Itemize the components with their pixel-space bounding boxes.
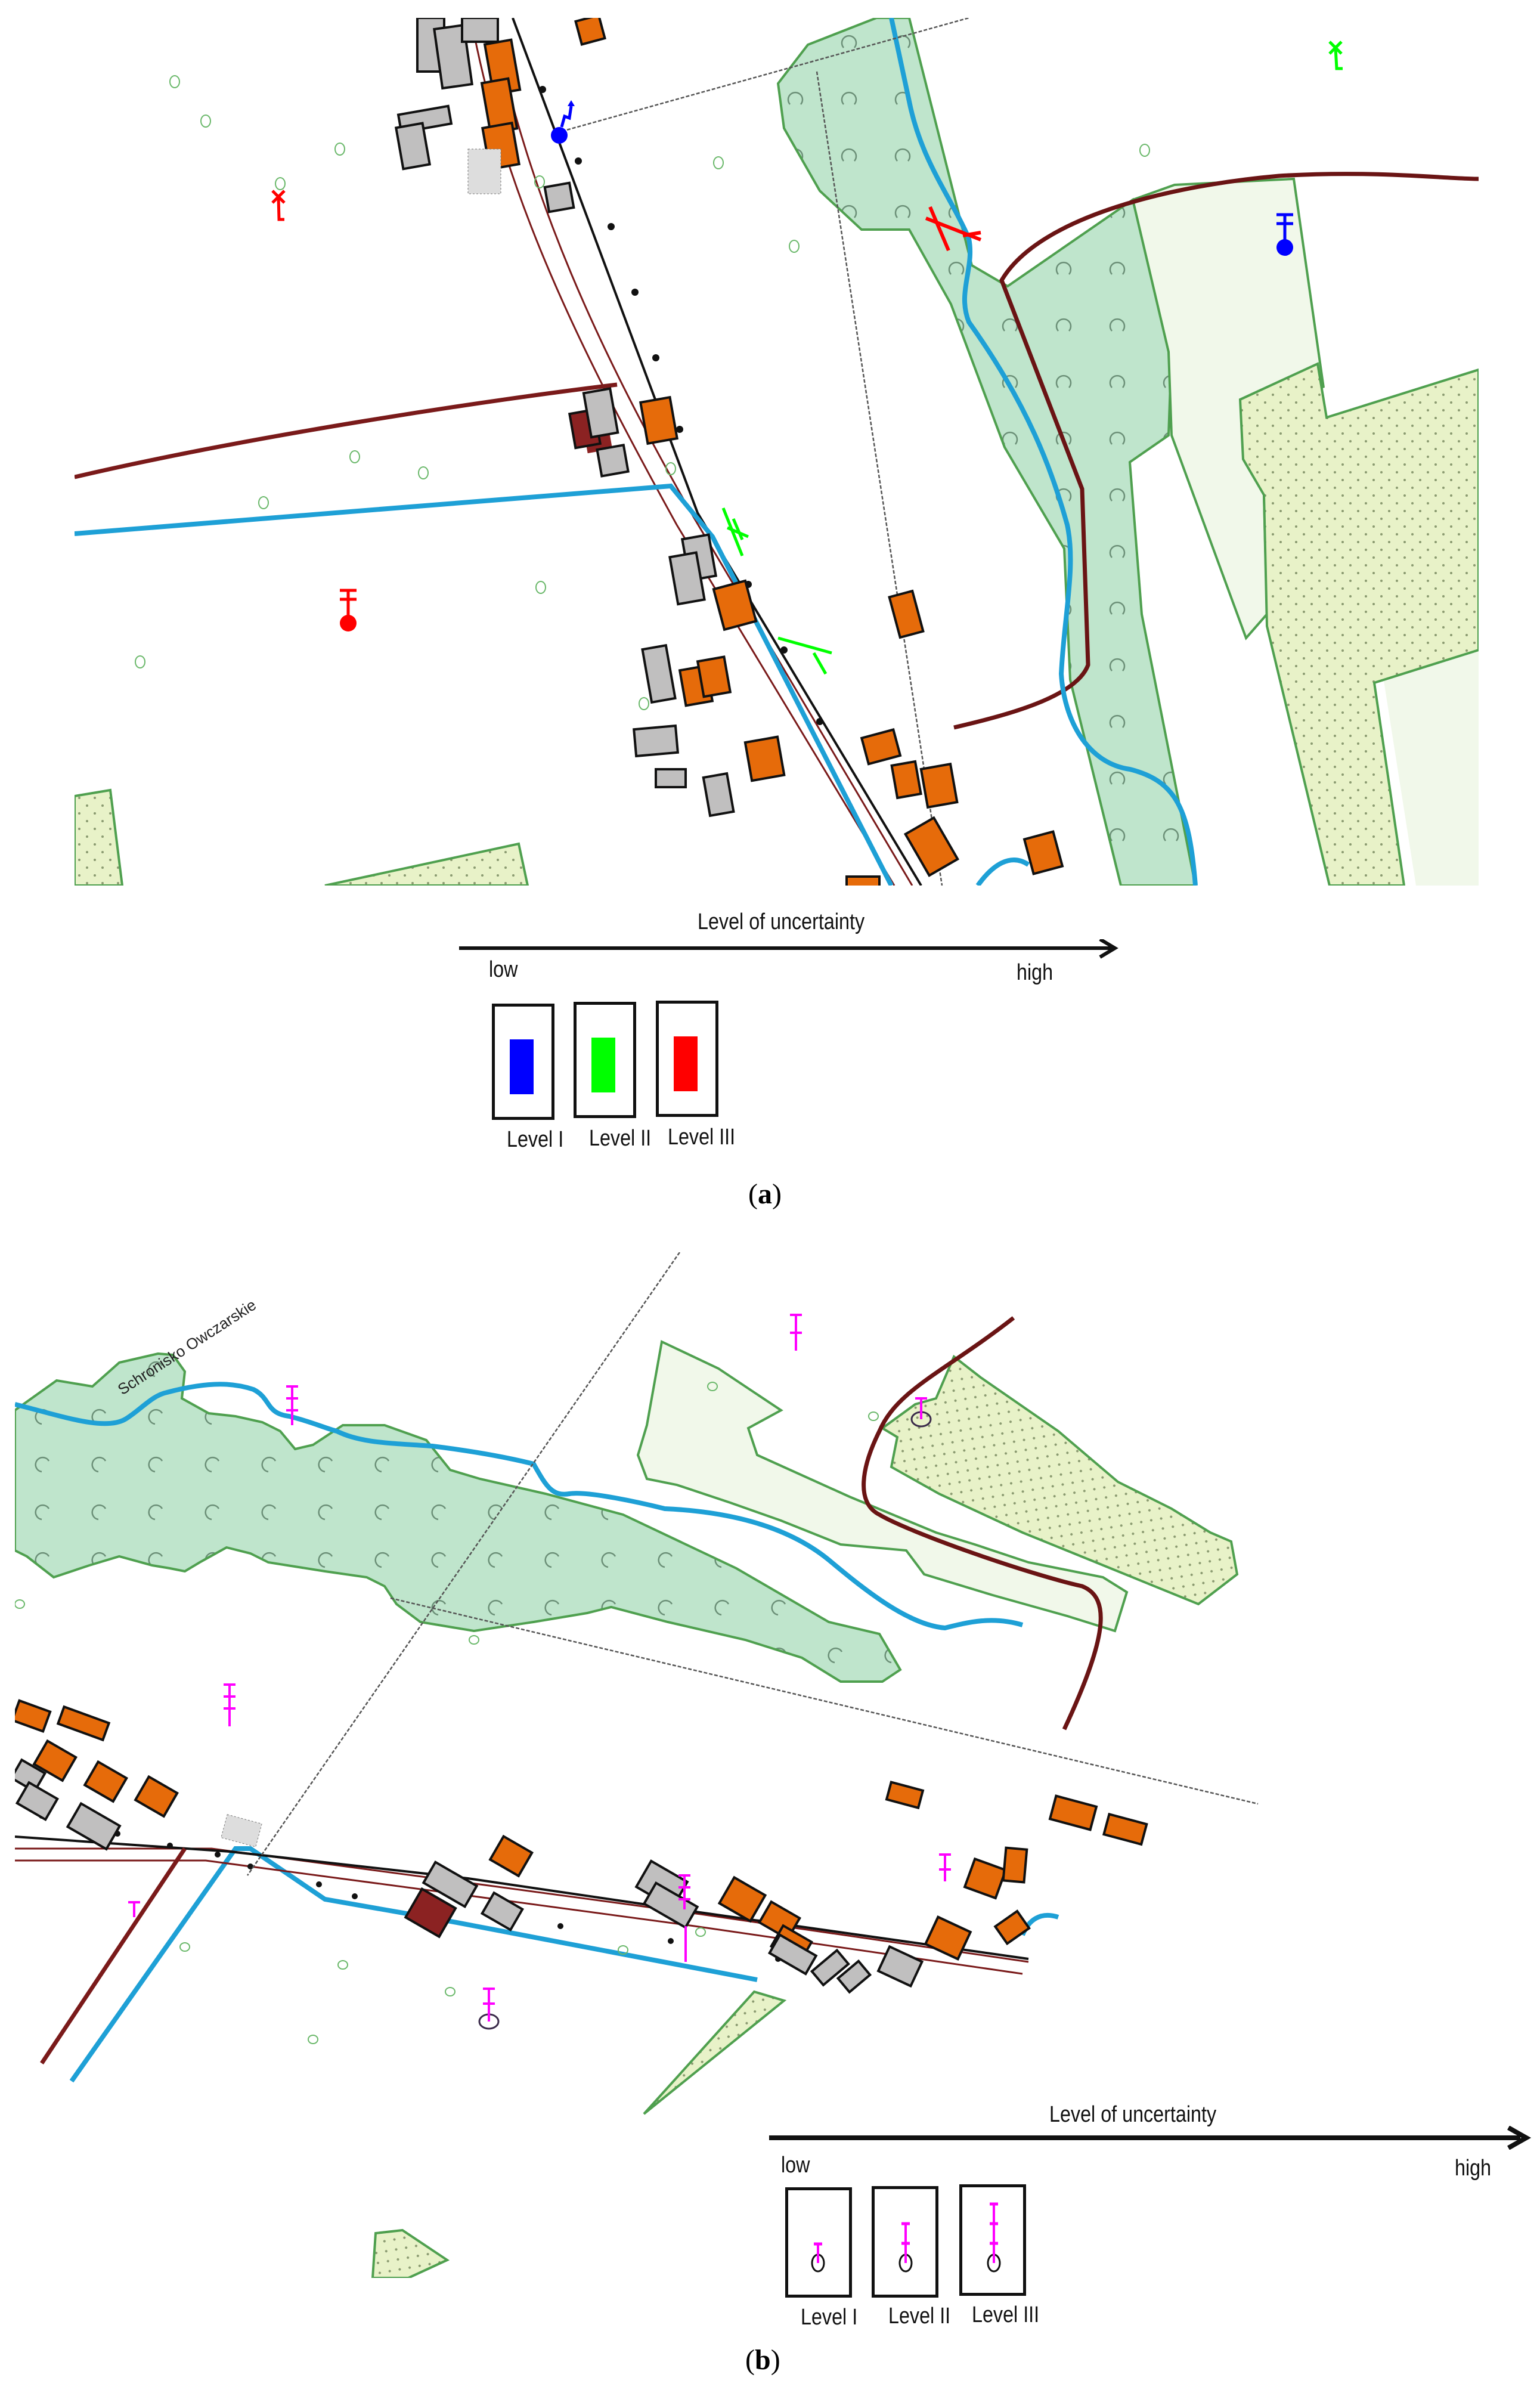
marker-level1-well	[1276, 213, 1293, 256]
legend-b-label-level3: Level III	[972, 2302, 1040, 2327]
marker-level1-well	[910, 1397, 932, 1428]
marker-level2-crossing	[721, 507, 832, 675]
orchard-area	[880, 1354, 1239, 1606]
marker-level2-signpost	[790, 1314, 802, 1351]
map-panel-b: Schronisko Owczarskie	[15, 1252, 1538, 2278]
level1-well-symbol	[811, 2242, 825, 2273]
stream-main	[15, 1382, 1024, 1631]
legend-a-low: low	[489, 957, 518, 982]
road-east	[953, 172, 1479, 730]
legend-b-label-level2: Level II	[888, 2304, 951, 2329]
forest-area	[15, 1352, 902, 1683]
marker-level1-signpost	[128, 1901, 140, 1917]
map-a-canvas	[75, 18, 1479, 886]
legend-a-label-level3: Level III	[668, 1125, 736, 1150]
legend-b-label-level1: Level I	[801, 2305, 858, 2330]
marker-level1-hydrant	[551, 100, 575, 144]
legend-a-label-level2: Level II	[589, 1126, 652, 1151]
level1-swatch-blue	[510, 1039, 534, 1094]
legend-b-title: Level of uncertainty	[1049, 2102, 1217, 2127]
legend-a-high: high	[1017, 960, 1053, 985]
level3-swatch-red	[674, 1036, 698, 1091]
legend-b-box-level2	[872, 2186, 938, 2298]
marker-level3-crossing	[925, 206, 982, 252]
legend-b-box-level1	[785, 2187, 852, 2298]
marker-level2-well	[478, 1988, 500, 2030]
stream-west	[75, 483, 894, 886]
orchard-patch-2	[371, 2228, 450, 2278]
map-b-canvas: Schronisko Owczarskie	[15, 1252, 1259, 2278]
legend-a-label-level1: Level I	[507, 1127, 564, 1152]
parcel-boundaries	[246, 1252, 1259, 1876]
legend-a-title: Level of uncertainty	[698, 909, 865, 934]
tree-symbols	[15, 1382, 879, 2044]
road-east	[862, 1316, 1103, 1731]
map-panel-a	[75, 18, 1479, 886]
buildings	[394, 18, 1064, 886]
level3-well-symbol	[987, 2202, 1001, 2273]
power-line	[15, 1835, 1029, 1960]
meadow-area	[636, 1340, 1129, 1633]
legend-b-box-level3	[959, 2184, 1026, 2296]
legend-b: Level of uncertainty low high Level I Le…	[766, 2102, 1535, 2335]
legend-b-low: low	[781, 2153, 810, 2178]
marker-level2-signpost	[1328, 41, 1343, 70]
marker-level3-well	[340, 589, 357, 631]
stream-west	[69, 1846, 758, 2083]
marker-level3-hydrant	[224, 1683, 236, 1726]
caption-a: (a)	[748, 1178, 782, 1210]
level2-swatch-green	[591, 1038, 615, 1092]
power-line	[512, 18, 922, 886]
marker-level2-crossing	[939, 1853, 951, 1881]
legend-a-box-level3	[656, 1001, 718, 1117]
legend-a-box-level1	[492, 1004, 554, 1120]
power-poles	[539, 86, 823, 725]
level2-well-symbol	[898, 2222, 913, 2273]
buildings	[15, 1699, 1148, 1994]
stream-south	[975, 858, 1030, 886]
parcel-boundaries	[551, 18, 969, 886]
road-west	[40, 1847, 187, 2064]
forest-area	[776, 18, 1197, 886]
legend-a: Level of uncertainty low high Level I Le…	[459, 906, 1139, 1163]
road-west	[75, 382, 618, 479]
marker-level3-crossing-3	[678, 1874, 690, 1909]
marker-level3-crossing-1	[286, 1385, 298, 1425]
tree-symbols	[135, 75, 1150, 710]
legend-b-high: high	[1455, 2156, 1492, 2181]
orchard-area	[75, 362, 1479, 886]
rubble-area	[467, 148, 501, 194]
rubble-area	[221, 1814, 262, 1847]
legend-a-box-level2	[574, 1002, 636, 1118]
uncertainty-axis-arrow	[459, 939, 1118, 959]
caption-b: (b)	[745, 2344, 780, 2376]
uncertainty-axis-arrow	[769, 2126, 1532, 2150]
map-label-stream: Schronisko Owczarskie	[114, 1296, 259, 1398]
orchard-patch-1	[643, 1990, 787, 2115]
marker-level3-signpost	[271, 190, 286, 221]
